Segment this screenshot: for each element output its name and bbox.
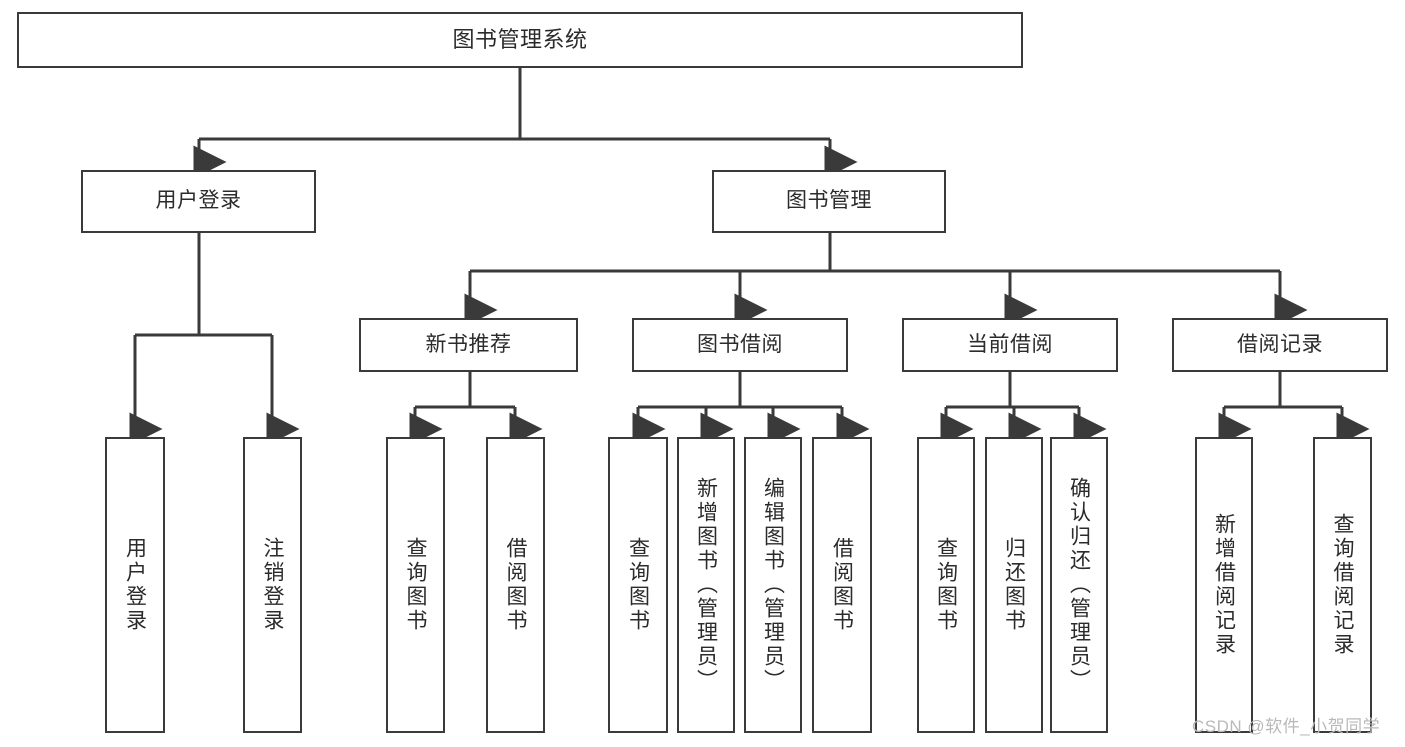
leaf-current-borrow-query-books[interactable]: 查询图书 (917, 437, 975, 733)
node-label: 新增借阅记录 (1212, 513, 1236, 657)
node-label: 查询借阅记录 (1331, 513, 1354, 657)
node-label: 编辑图书（管理员） (761, 477, 785, 693)
node-label: 注销登录 (261, 537, 284, 633)
leaf-new-book-borrow-books[interactable]: 借阅图书 (486, 437, 545, 733)
node-user-login[interactable]: 用户登录 (81, 170, 316, 233)
node-label: 借阅记录 (1237, 332, 1323, 356)
node-label: 用户登录 (155, 189, 242, 213)
node-label: 用户登录 (123, 537, 147, 633)
node-root-library-management-system[interactable]: 图书管理系统 (17, 12, 1023, 68)
leaf-user-login-logout[interactable]: 注销登录 (243, 437, 302, 733)
leaf-current-borrow-confirm-return-admin[interactable]: 确认归还（管理员） (1050, 437, 1108, 733)
leaf-user-login-login[interactable]: 用户登录 (105, 437, 165, 733)
node-label: 图书管理系统 (452, 27, 588, 53)
watermark-text: CSDN @软件_小贺同学 (1192, 717, 1381, 736)
node-book-management[interactable]: 图书管理 (712, 170, 946, 233)
node-label: 查询图书 (934, 537, 958, 633)
node-current-borrow[interactable]: 当前借阅 (902, 318, 1118, 372)
node-borrow-record[interactable]: 借阅记录 (1172, 318, 1388, 372)
node-label: 图书管理 (786, 189, 872, 213)
node-book-borrow[interactable]: 图书借阅 (632, 318, 848, 372)
node-label: 借阅图书 (504, 537, 527, 633)
node-new-book-recommendation[interactable]: 新书推荐 (359, 318, 578, 372)
leaf-book-borrow-add-book-admin[interactable]: 新增图书（管理员） (677, 437, 735, 733)
node-label: 归还图书 (1002, 537, 1026, 633)
node-label: 图书借阅 (697, 332, 783, 356)
node-label: 查询图书 (626, 537, 650, 633)
node-label: 当前借阅 (967, 332, 1053, 356)
leaf-book-borrow-query-books[interactable]: 查询图书 (608, 437, 668, 733)
node-label: 新增图书（管理员） (694, 477, 718, 693)
leaf-new-book-query-books[interactable]: 查询图书 (386, 437, 445, 733)
leaf-book-borrow-edit-book-admin[interactable]: 编辑图书（管理员） (744, 437, 802, 733)
node-label: 确认归还（管理员） (1067, 477, 1091, 693)
leaf-borrow-record-add-record[interactable]: 新增借阅记录 (1195, 437, 1253, 733)
leaf-current-borrow-return-books[interactable]: 归还图书 (985, 437, 1043, 733)
node-label: 查询图书 (404, 537, 427, 633)
leaf-book-borrow-borrow-books[interactable]: 借阅图书 (812, 437, 872, 733)
node-label: 借阅图书 (830, 537, 854, 633)
node-label: 新书推荐 (425, 332, 512, 356)
leaf-borrow-record-query-record[interactable]: 查询借阅记录 (1313, 437, 1372, 733)
